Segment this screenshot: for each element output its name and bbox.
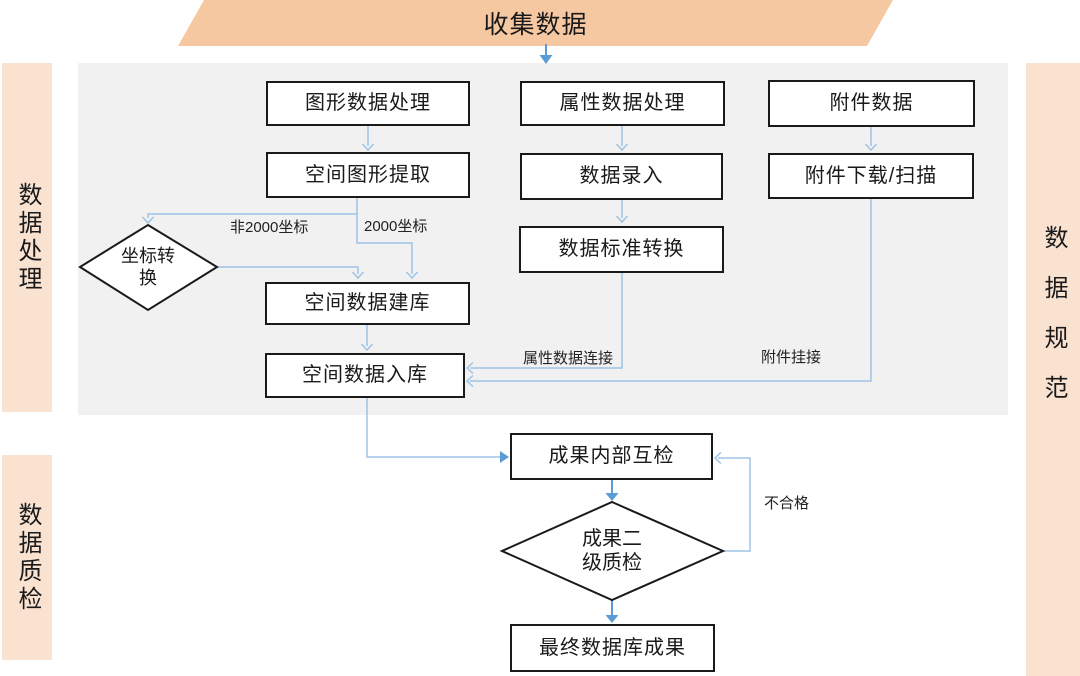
node-data-entry: 数据录入 [520,153,723,200]
diamond-coord-transform-label-wrap: 坐标转换 [116,243,180,291]
sidebar-data-quality-check: 数据质检 [2,455,52,660]
label-attribute-data-link: 属性数据连接 [523,350,614,367]
edge-fail-loop [713,451,751,552]
node-attribute-data-processing-label: 属性数据处理 [559,92,686,114]
node-spatial-db-load-label: 空间数据入库 [302,364,428,386]
sidebar-data-quality-check-label: 数据质检 [14,501,41,614]
node-attribute-data-processing: 属性数据处理 [520,81,725,126]
node-final-database-result: 最终数据库成果 [510,624,715,672]
node-spatial-db-build: 空间数据建库 [265,282,470,325]
diamond-second-level-check-label-wrap: 成果二级质检 [577,527,647,575]
label-non-2000-coord: 非2000坐标 [230,219,309,236]
node-attachment-data-label: 附件数据 [829,92,914,114]
diamond-second-level-check-label: 成果二级质检 [582,528,642,574]
edge-internal-to-second [605,480,619,501]
banner-collect-data: 收集数据 [178,0,893,46]
sidebar-data-standard-label: 数据规范 [1040,224,1067,425]
node-data-entry-label: 数据录入 [579,165,664,187]
node-final-database-result-label: 最终数据库成果 [539,636,686,659]
sidebar-data-standard: 数据规范 [1026,63,1080,676]
label-attachment-link: 附件挂接 [761,349,822,366]
node-spatial-graphic-extract-label: 空间图形提取 [305,163,431,186]
node-spatial-graphic-extract: 空间图形提取 [266,152,470,198]
node-attachment-data: 附件数据 [768,80,975,127]
label-fail: 不合格 [764,495,810,512]
edge-banner-down [539,44,553,64]
node-spatial-db-build-label: 空间数据建库 [304,292,431,314]
sidebar-data-processing-label: 数据处理 [14,181,41,294]
sidebar-data-processing: 数据处理 [2,63,52,412]
banner-label: 收集数据 [483,11,588,39]
node-attachment-download-scan: 附件下载/扫描 [768,153,974,199]
diamond-coord-transform-label: 坐标转换 [121,246,175,288]
node-graphic-data-processing-label: 图形数据处理 [305,92,431,114]
node-spatial-db-load: 空间数据入库 [265,353,465,398]
node-graphic-data-processing: 图形数据处理 [266,81,470,126]
label-2000-coord: 2000坐标 [364,218,428,235]
node-internal-cross-check-label: 成果内部互检 [548,445,675,467]
edge-second-to-final [605,600,619,623]
node-data-standard-convert-label: 数据标准转换 [558,238,685,260]
node-data-standard-convert: 数据标准转换 [519,226,724,273]
node-attachment-download-scan-label: 附件下载/扫描 [804,164,938,187]
node-internal-cross-check: 成果内部互检 [510,433,713,480]
